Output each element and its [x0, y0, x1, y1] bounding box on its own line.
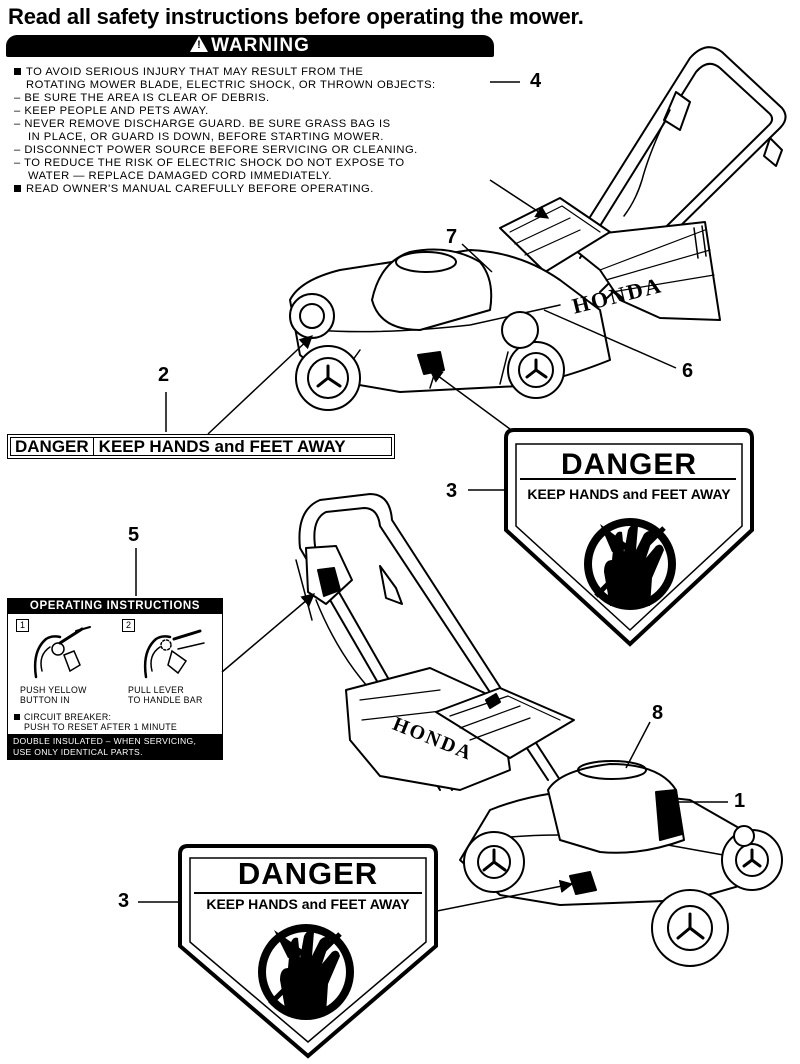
- callout-2: 2: [158, 364, 170, 386]
- warning-header: !WARNING: [6, 35, 494, 57]
- danger-sign-upper-subtitle: KEEP HANDS and FEET AWAY: [527, 486, 731, 502]
- danger-sign-lower-subtitle: KEEP HANDS and FEET AWAY: [206, 896, 410, 912]
- step-1-text-line2: BUTTON IN: [20, 695, 70, 705]
- danger-sign-upper: DANGER KEEP HANDS and FEET AWAY: [506, 430, 752, 644]
- danger-sign-upper-shape: [504, 428, 754, 647]
- operating-instructions-header: OPERATING INSTRUCTIONS: [8, 599, 222, 614]
- callout-3-lower: 3: [118, 890, 130, 912]
- warning-line: READ OWNER'S MANUAL CAREFULLY BEFORE OPE…: [14, 183, 436, 196]
- callout-8: 8: [652, 702, 664, 724]
- danger-strip-word: DANGER: [11, 437, 94, 456]
- breaker-line2: PUSH TO RESET AFTER 1 MINUTE: [24, 722, 178, 732]
- warning-line: IN PLACE, OR GUARD IS DOWN, BEFORE START…: [28, 131, 384, 143]
- callout-7: 7: [446, 226, 458, 248]
- step-2-number: 2: [122, 619, 135, 632]
- warning-triangle-icon: !: [190, 36, 209, 52]
- danger-sign-upper-title: DANGER: [560, 448, 697, 481]
- warning-line: – TO REDUCE THE RISK OF ELECTRIC SHOCK D…: [14, 157, 405, 169]
- warning-header-text: WARNING: [211, 35, 310, 56]
- footer-line1: DOUBLE INSULATED – WHEN SERVICING,: [13, 736, 197, 746]
- danger-sign-lower-title: DANGER: [237, 856, 379, 891]
- warning-line: – BE SURE THE AREA IS CLEAR OF DEBRIS.: [14, 92, 270, 104]
- page-title: Read all safety instructions before oper…: [8, 4, 584, 29]
- leader-lines: [135, 81, 728, 913]
- callout-4: 4: [530, 70, 542, 92]
- step-1-number: 1: [16, 619, 29, 632]
- callout-5: 5: [128, 524, 140, 546]
- footer-line2: USE ONLY IDENTICAL PARTS.: [13, 747, 143, 757]
- operating-diagrams: [33, 626, 205, 679]
- operating-instructions-footer: DOUBLE INSULATED – WHEN SERVICING, USE O…: [8, 734, 222, 759]
- warning-line: ROTATING MOWER BLADE, ELECTRIC SHOCK, OR…: [26, 79, 436, 91]
- step-2-text-line2: TO HANDLE BAR: [128, 695, 203, 705]
- upper-handle: [567, 46, 787, 301]
- callout-1: 1: [734, 790, 746, 812]
- danger-strip-text: KEEP HANDS and FEET AWAY: [98, 436, 346, 456]
- warning-line: TO AVOID SERIOUS INJURY THAT MAY RESULT …: [14, 66, 436, 79]
- callout-6: 6: [682, 360, 694, 382]
- lever-grip-icon: [143, 635, 172, 679]
- callout-3-upper: 3: [446, 480, 458, 502]
- step-2-text-line1: PULL LEVER: [128, 685, 184, 695]
- bullet-icon: [14, 185, 21, 192]
- warning-line: – KEEP PEOPLE AND PETS AWAY.: [14, 105, 209, 117]
- operating-instructions-label: OPERATING INSTRUCTIONS 1 2 PUSH YELLOW B…: [7, 598, 223, 760]
- danger-sign-lower-shape: [178, 844, 438, 1059]
- breaker-line1: CIRCUIT BREAKER:: [14, 712, 111, 723]
- danger-strip-label: DANGER KEEP HANDS and FEET AWAY: [7, 434, 395, 459]
- warning-line: – DISCONNECT POWER SOURCE BEFORE SERVICI…: [14, 144, 418, 156]
- lower-handle: [298, 493, 561, 791]
- step-1-text-line1: PUSH YELLOW: [20, 685, 87, 695]
- warning-text-block: TO AVOID SERIOUS INJURY THAT MAY RESULT …: [14, 66, 436, 196]
- danger-sign-lower: DANGER KEEP HANDS and FEET AWAY: [180, 846, 436, 1056]
- warning-line: – NEVER REMOVE DISCHARGE GUARD. BE SURE …: [14, 118, 391, 130]
- warning-line: WATER — REPLACE DAMAGED CORD IMMEDIATELY…: [28, 170, 332, 182]
- bullet-icon: [14, 68, 21, 75]
- bullet-icon: [14, 714, 20, 720]
- handle-grip-icon: [33, 635, 62, 679]
